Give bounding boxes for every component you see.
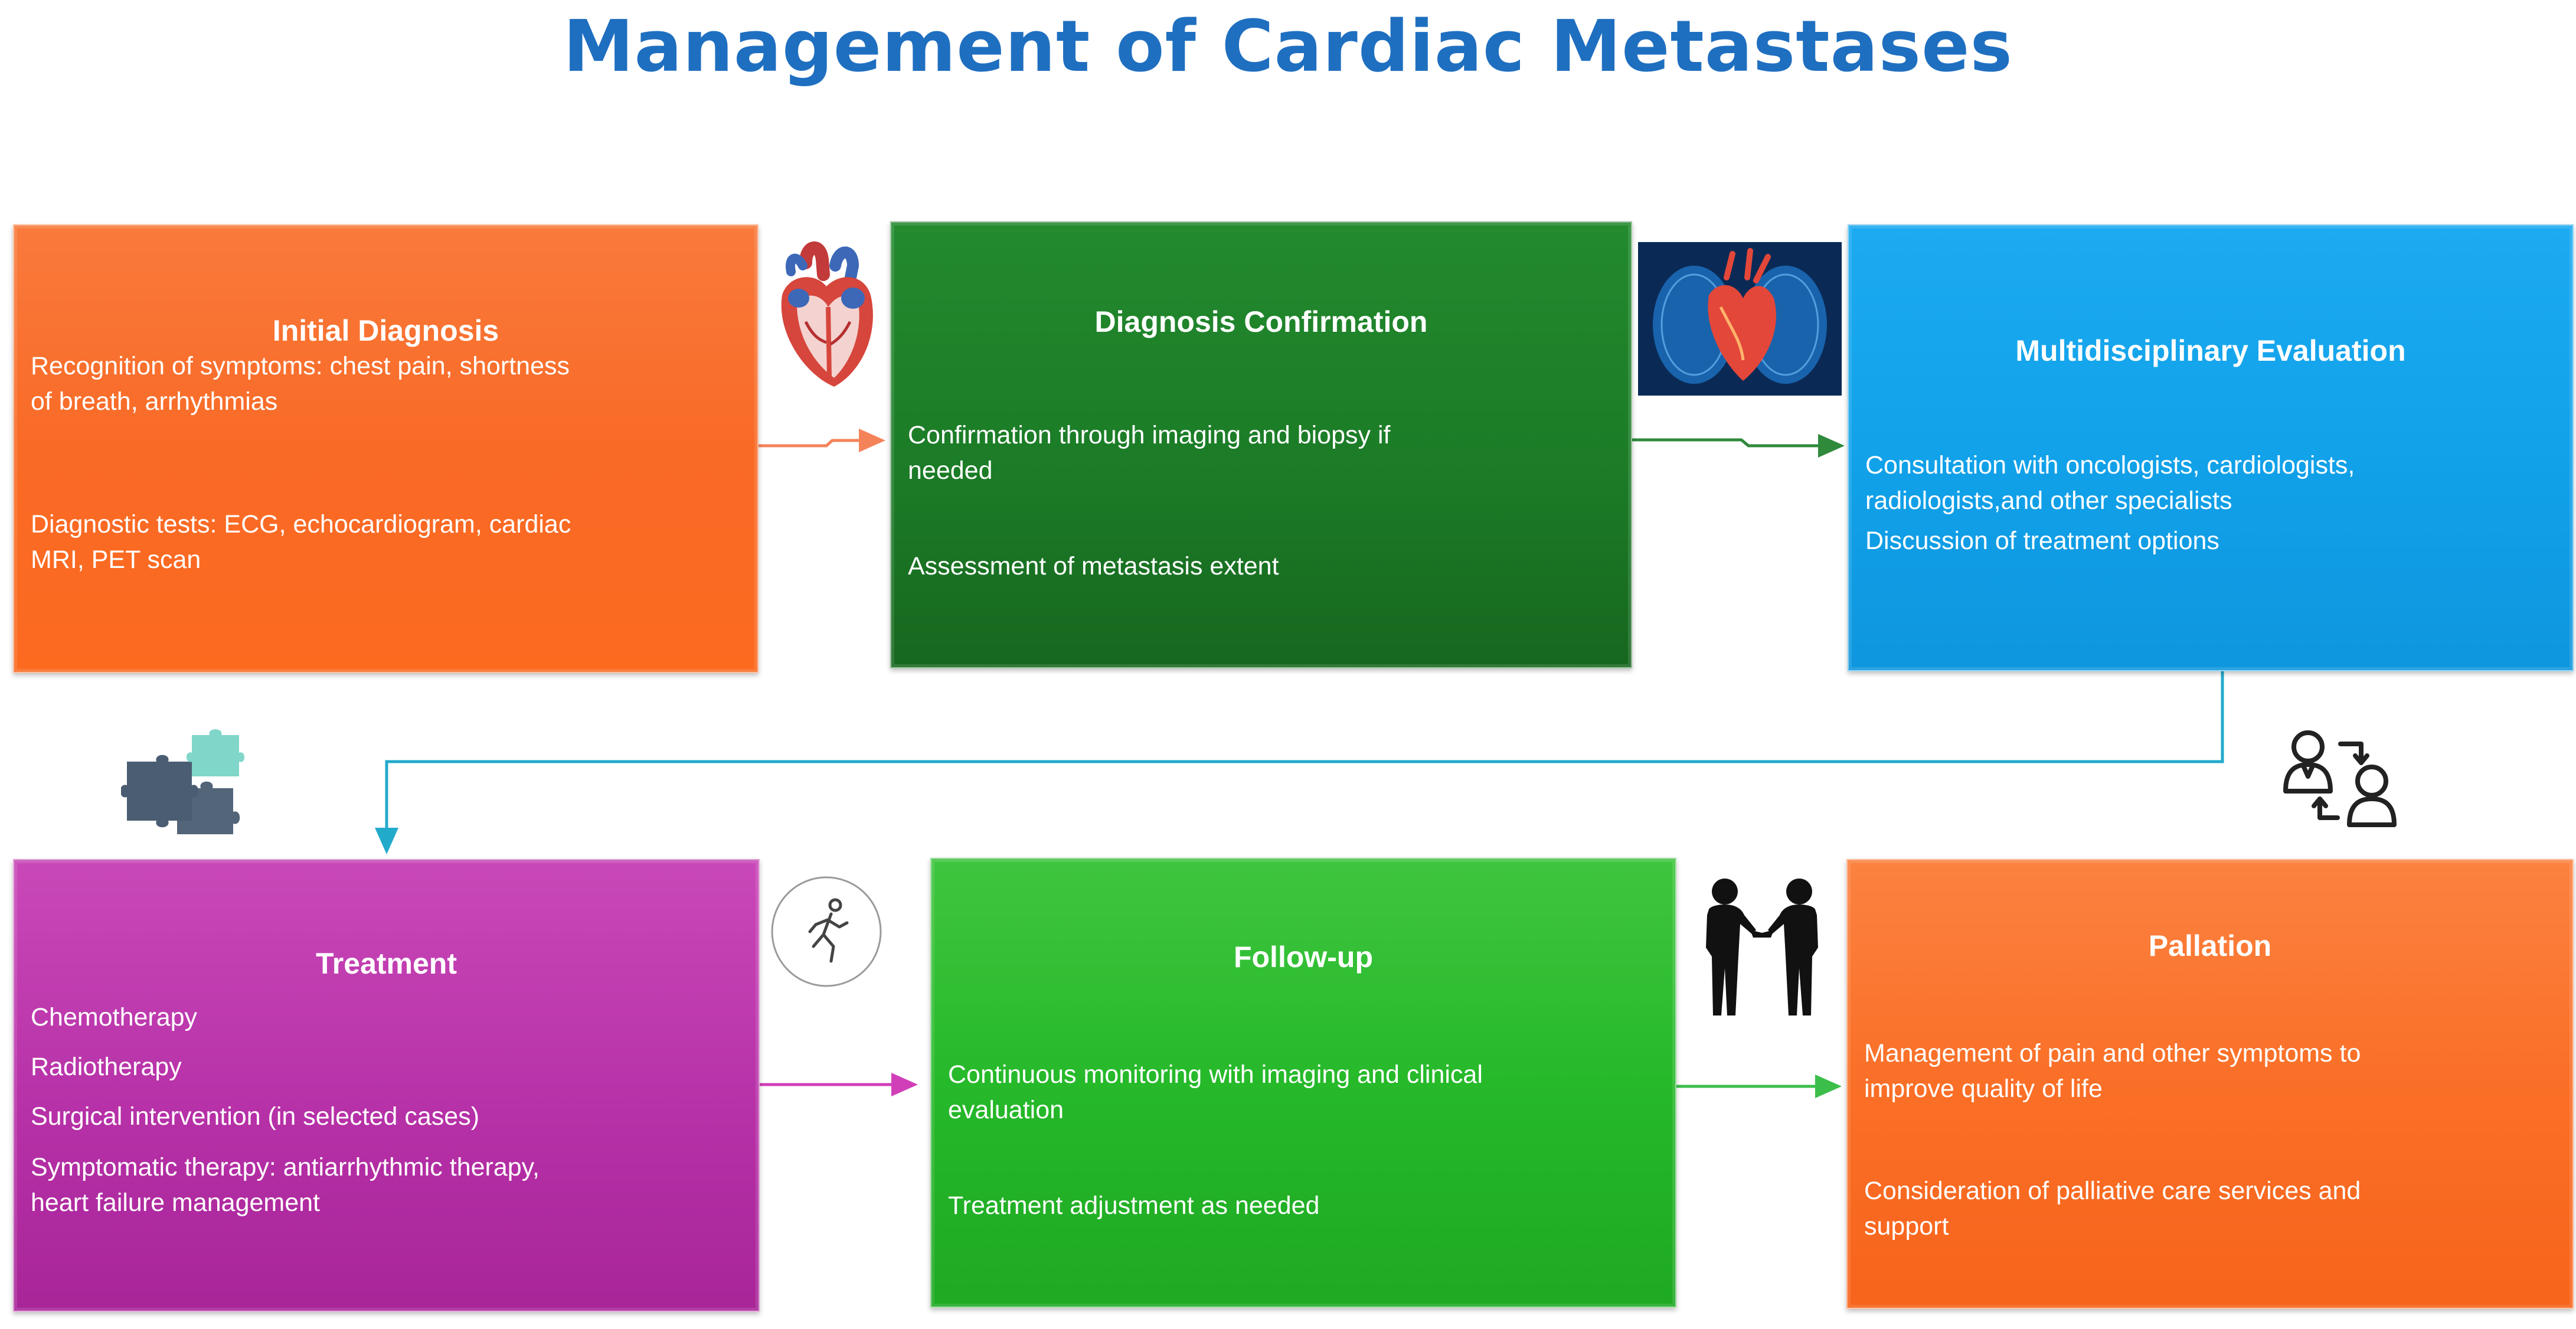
arrow-confirmation-to-evaluation [1631,434,1845,458]
step-follow-up: Follow-up Continuous monitoring with ima… [930,858,1676,1308]
puzzle-pieces-icon [121,729,244,834]
doctor-patient-exchange-icon [2283,730,2397,827]
step-treatment: Treatment Chemotherapy Radiotherapy Surg… [13,859,760,1312]
step-treatment-text: Radiotherapy [31,1053,182,1081]
diagram-title: Management of Cardiac Metastases [563,6,2013,88]
step-multidisciplinary-evaluation: Multidisciplinary Evaluation Consultatio… [1848,224,2574,671]
handshake-icon [1706,879,1818,1015]
step-palliation-title: Pallation [2148,929,2272,962]
step-initial-diagnosis-text: of breath, arrhythmias [31,387,278,416]
step-treatment-text: heart failure management [31,1188,321,1217]
step-follow-up-text: Continuous monitoring with imaging and c… [948,1060,1483,1089]
step-follow-up-text: Treatment adjustment as needed [948,1191,1320,1220]
runner-icon [771,876,882,987]
step-initial-diagnosis-text: Diagnostic tests: ECG, echocardiogram, c… [31,510,571,538]
step-diagnosis-confirmation-text: Confirmation through imaging and biopsy … [908,421,1391,449]
step-treatment-text: Symptomatic therapy: antiarrhythmic ther… [31,1153,540,1181]
step-follow-up-text: evaluation [948,1096,1064,1124]
step-diagnosis-confirmation: Diagnosis Confirmation Confirmation thro… [890,221,1632,668]
step-initial-diagnosis-text: Recognition of symptoms: chest pain, sho… [31,352,570,380]
arrow-evaluation-to-treatment [375,671,2224,854]
step-palliation-text: support [1864,1212,1949,1240]
step-multidisciplinary-evaluation-text: Consultation with oncologists, cardiolog… [1865,451,2355,479]
step-palliation-text: Consideration of palliative care service… [1864,1177,2361,1205]
step-diagnosis-confirmation-text: needed [908,456,993,485]
step-multidisciplinary-evaluation-title: Multidisciplinary Evaluation [2015,334,2406,367]
step-multidisciplinary-evaluation-text: Discussion of treatment options [1865,527,2219,555]
step-palliation-text: Management of pain and other symptoms to [1864,1039,2361,1067]
heart-anatomy-icon [781,241,873,387]
step-follow-up-title: Follow-up [1233,941,1374,974]
step-multidisciplinary-evaluation-text: radiologists,and other specialists [1865,486,2232,515]
arrow-initial-to-confirmation [757,429,885,452]
step-diagnosis-confirmation-title: Diagnosis Confirmation [1094,305,1428,338]
step-treatment-text: Chemotherapy [31,1003,198,1031]
step-initial-diagnosis-text: MRI, PET scan [31,546,201,574]
step-treatment-text: Surgical intervention (in selected cases… [31,1102,480,1131]
step-initial-diagnosis: Initial Diagnosis Recognition of symptom… [13,224,759,673]
step-treatment-title: Treatment [316,947,457,980]
step-diagnosis-confirmation-text: Assessment of metastasis extent [908,552,1279,580]
step-palliation-text: improve quality of life [1864,1075,2103,1103]
heart-lungs-icon [1638,242,1842,396]
step-palliation: Pallation Management of pain and other s… [1846,859,2574,1309]
step-initial-diagnosis-title: Initial Diagnosis [272,314,499,347]
